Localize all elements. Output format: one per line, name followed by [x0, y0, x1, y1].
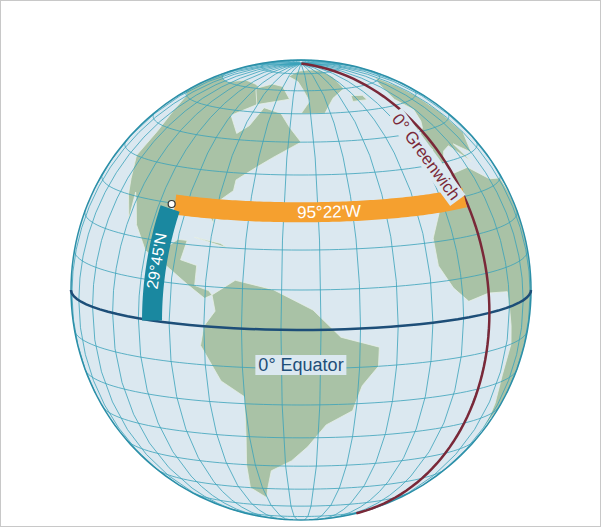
- ocean: [71, 60, 531, 520]
- meridian-label: 0° Greenwich: [386, 108, 465, 207]
- globe-outline: [71, 60, 531, 520]
- equator-line: [71, 290, 531, 330]
- land: [351, 95, 367, 101]
- longitude-label: 95°22'W: [297, 203, 361, 222]
- latitude-label: 29°45'N: [144, 232, 169, 290]
- greenwich-line: [301, 64, 489, 514]
- graticule: [71, 60, 531, 520]
- land: [256, 84, 290, 105]
- equator-label: 0° Equator: [255, 355, 346, 375]
- location-dot: [168, 201, 175, 208]
